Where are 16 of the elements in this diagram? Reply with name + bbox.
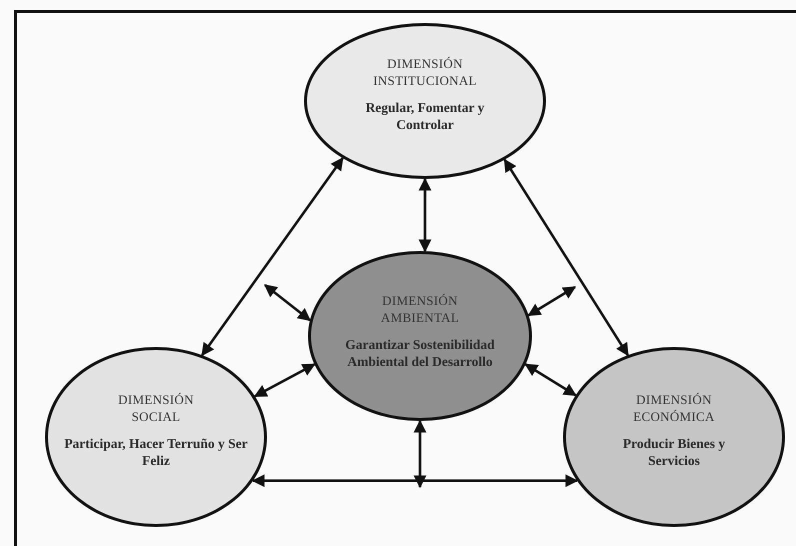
dimension-heading: DIMENSIÓN ECONÓMICA — [632, 390, 716, 426]
dimension-heading: DIMENSIÓN SOCIAL — [117, 390, 195, 426]
dimension-description: Regular, Fomentar y Controlar — [364, 100, 486, 134]
double-arrow — [504, 158, 629, 356]
double-arrow — [528, 286, 576, 316]
dimension-description: Garantizar Sostenibilidad Ambiental del Desarrollo — [344, 336, 496, 370]
dimension-description: Participar, Hacer Terruño y Ser Feliz — [63, 436, 249, 470]
dimension-heading: DIMENSIÓN AMBIENTAL — [380, 292, 460, 327]
double-arrow — [418, 178, 432, 252]
double-arrow — [414, 420, 426, 488]
double-arrow — [264, 284, 311, 322]
dimension-heading: DIMENSIÓN INSTITUCIONAL — [372, 54, 478, 90]
dimension-description: Producir Bienes y Servicios — [622, 436, 726, 470]
double-arrow — [524, 363, 577, 396]
double-arrow — [254, 363, 316, 398]
double-arrow — [201, 157, 344, 356]
